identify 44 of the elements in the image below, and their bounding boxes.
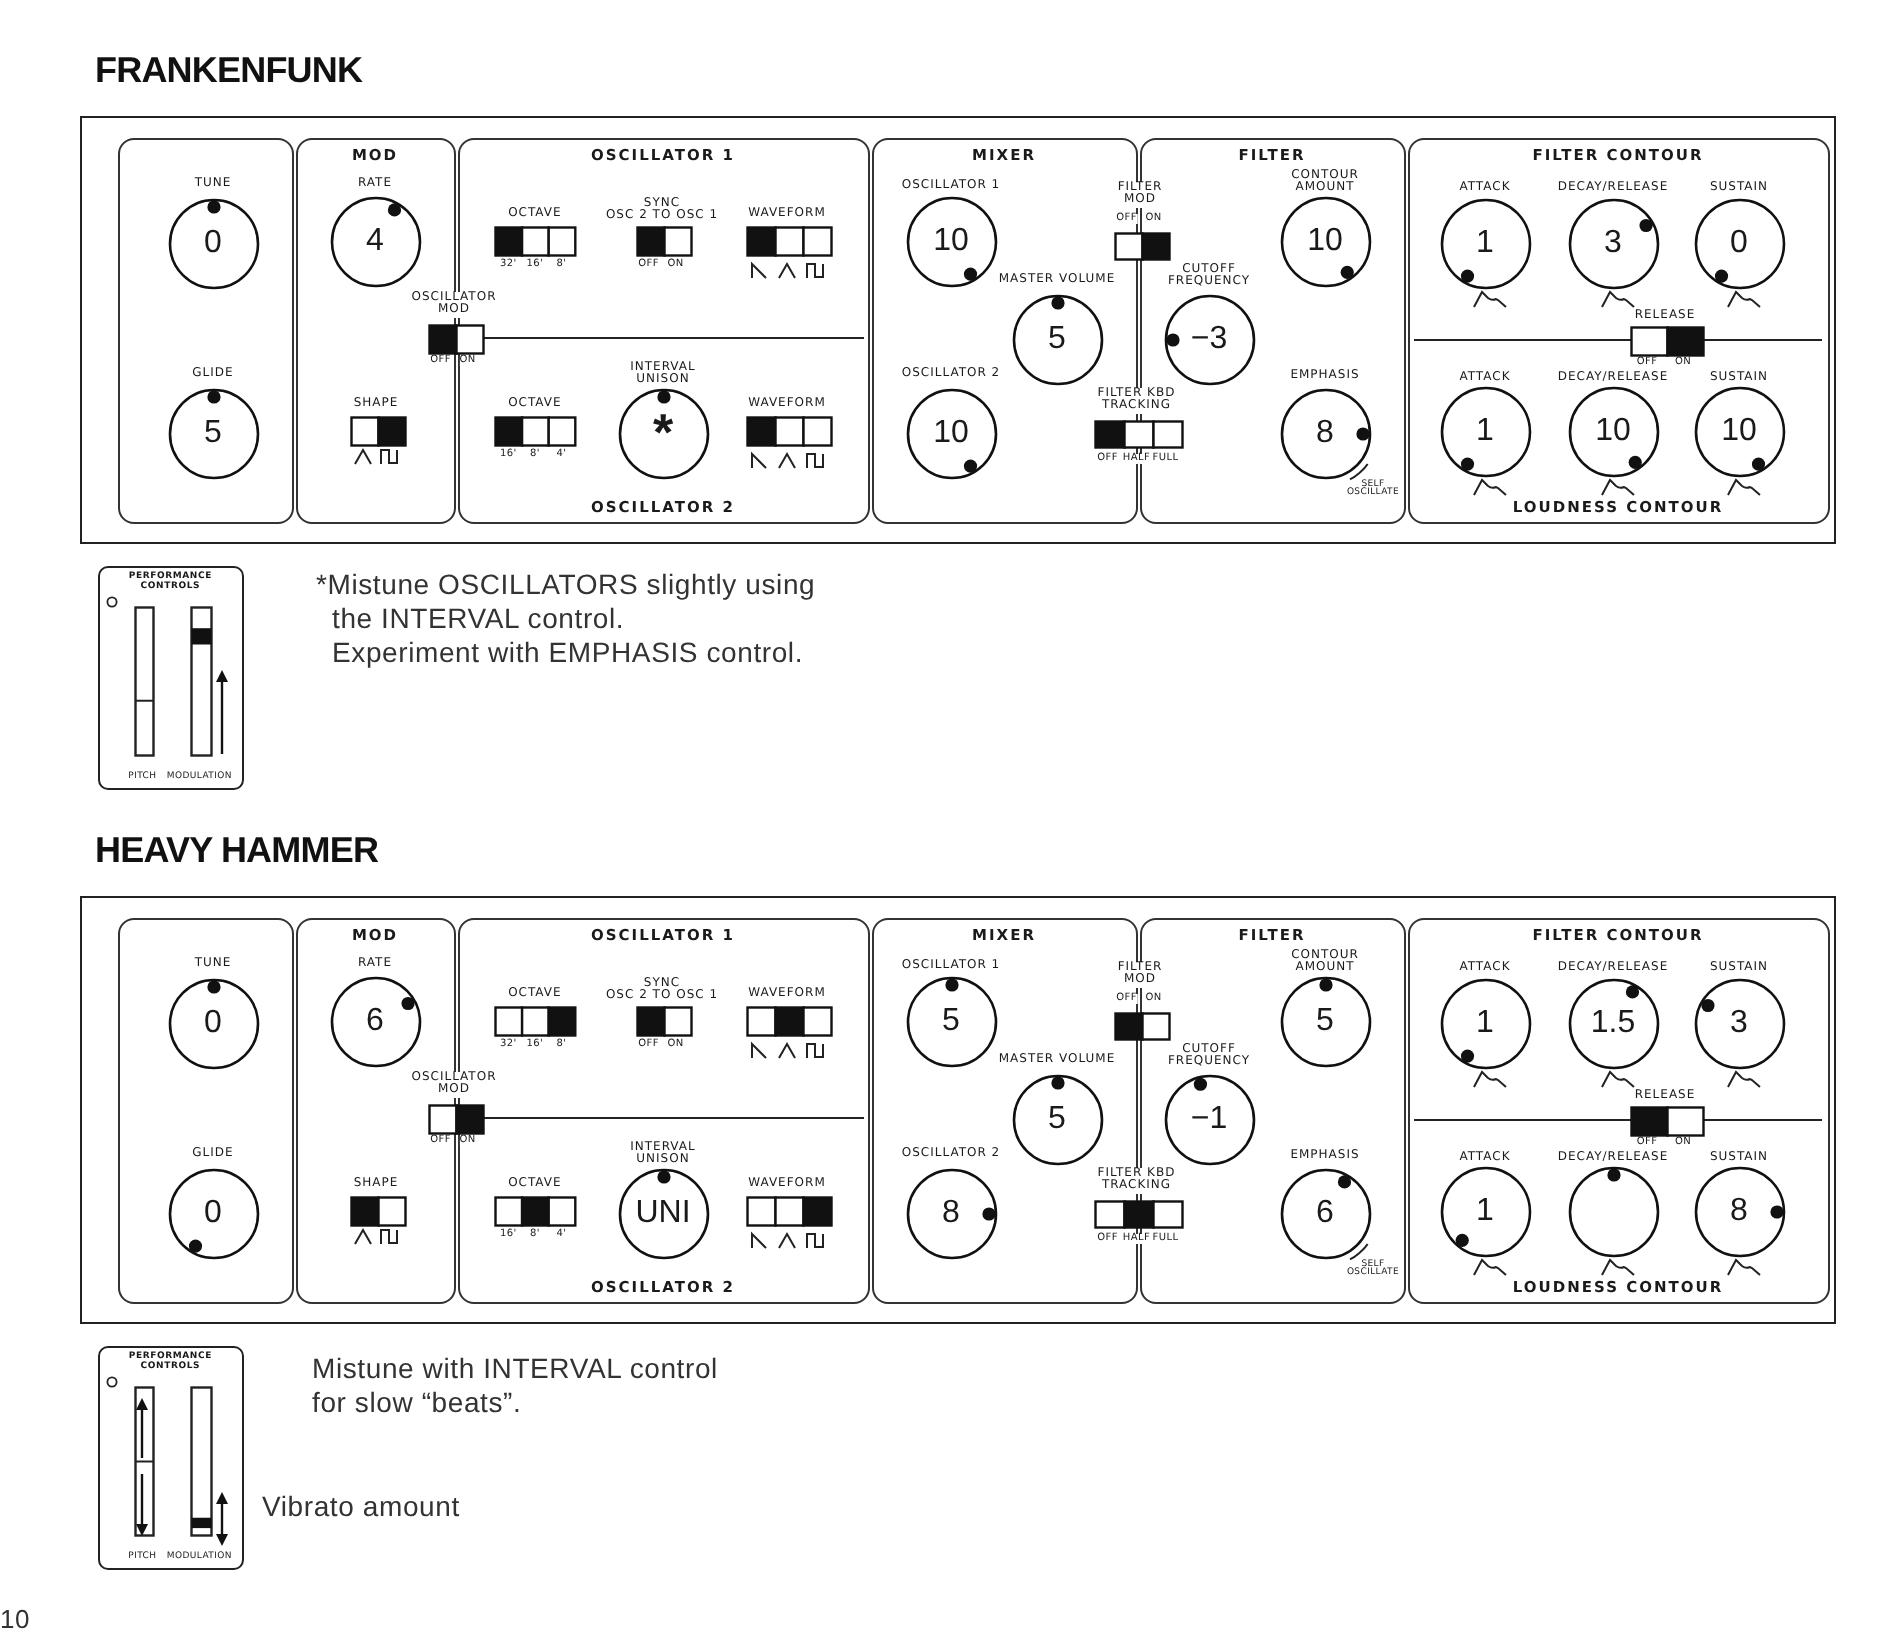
knob-value: 10 — [933, 415, 969, 451]
note-text: Experiment with EMPHASIS control. — [332, 636, 804, 670]
performance-controls-panel — [98, 1346, 244, 1570]
knob-value: 5 — [204, 415, 222, 451]
knob-value: 1 — [1476, 1193, 1494, 1229]
knob-value: −3 — [1190, 321, 1228, 357]
knob-value: 6 — [366, 1003, 384, 1039]
knob-value: 6 — [1316, 1195, 1334, 1231]
patch-title: FRANKENFUNK — [95, 51, 363, 91]
knob-value: 0 — [204, 225, 222, 261]
knob-value: 0 — [1730, 225, 1748, 261]
knob-value: 4 — [366, 223, 384, 259]
knob-value: * — [652, 405, 674, 457]
knob-value: 1 — [1476, 225, 1494, 261]
panel-section — [117, 137, 293, 523]
annotation-text: Vibrato amount — [262, 1490, 460, 1524]
knob-value: 5 — [1048, 321, 1066, 357]
knob-value: 10 — [1595, 413, 1631, 449]
knob-value: UNI — [635, 1195, 691, 1231]
knob-value: 5 — [1316, 1003, 1334, 1039]
knob-value: 1 — [1476, 1005, 1494, 1041]
knob-value: 1 — [1476, 413, 1494, 449]
panel-section — [1407, 917, 1829, 1303]
knob-value: −1 — [1190, 1101, 1228, 1137]
panel-section — [117, 917, 293, 1303]
knob-value: 5 — [1048, 1101, 1066, 1137]
panel-section — [1407, 137, 1829, 523]
knob-value: 10 — [933, 223, 969, 259]
knob-value: 3 — [1730, 1005, 1748, 1041]
knob-value: 3 — [1604, 225, 1622, 261]
knob-value: 5 — [942, 1003, 960, 1039]
knob-value: 0 — [204, 1005, 222, 1041]
knob-value: 1.5 — [1590, 1005, 1636, 1041]
page-number: 10 — [0, 1602, 31, 1636]
knob-value: 8 — [1730, 1193, 1748, 1229]
performance-controls-panel — [98, 566, 244, 790]
note-text: Mistune with INTERVAL control for slow “beats”. — [312, 1352, 720, 1420]
knob-value: 8 — [942, 1195, 960, 1231]
knob-value: 10 — [1721, 413, 1757, 449]
note-text: *Mistune OSCILLATORS slightly using the INTERVAL control. — [316, 568, 818, 636]
knob-value: 10 — [1307, 223, 1343, 259]
knob-value: 8 — [1316, 415, 1334, 451]
patch-title: HEAVY HAMMER — [95, 831, 379, 871]
knob-value: 0 — [204, 1195, 222, 1231]
